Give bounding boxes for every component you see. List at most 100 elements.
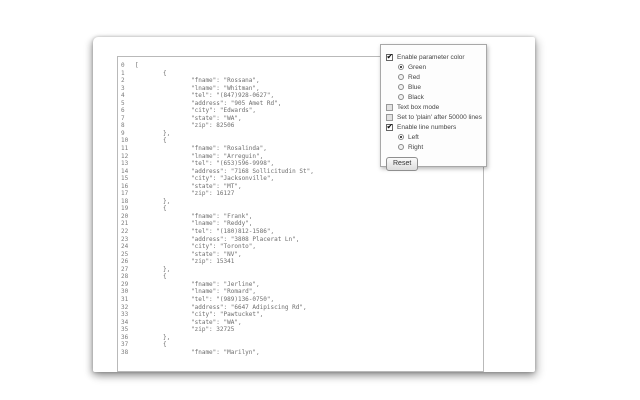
position-option-label: Left — [408, 133, 419, 141]
line-number: 2 — [121, 77, 125, 85]
code-line: 15"city": "Jacksonville", — [121, 175, 483, 183]
code-line: 19 { — [121, 205, 483, 213]
line-content: { — [163, 205, 167, 213]
code-line: 4"tel": "(847)928-0627", — [121, 92, 483, 100]
color-option-label: Green — [408, 63, 427, 71]
line-content: }, — [163, 265, 171, 273]
enable-line-numbers-label: Enable line numbers — [397, 123, 457, 131]
line-number: 15 — [121, 175, 129, 183]
color-option-black[interactable]: Black — [386, 92, 482, 102]
line-content: "state": "WA", — [191, 114, 242, 122]
plain-after-label: Set to 'plain' after 50000 lines — [397, 113, 482, 121]
code-line: 22"tel": "(180)812-1586", — [121, 228, 483, 236]
line-number: 18 — [121, 197, 129, 205]
line-number: 27 — [121, 265, 129, 273]
code-line: 32 "address": "6647 Adipiscing Rd", — [121, 304, 483, 312]
line-number: 34 — [121, 318, 129, 326]
code-line: 14 "address": "7168 Sollicitudin St", — [121, 168, 483, 176]
code-line: 2"fname": "Rossana", — [121, 77, 483, 85]
line-number: 0 — [121, 62, 125, 69]
code-line: 25"state": "NV", — [121, 251, 483, 259]
code-line: 26"zip": 15341 — [121, 258, 483, 266]
code-line: 36}, — [121, 334, 483, 342]
code-line: 20"fname": "Frank", — [121, 213, 483, 221]
line-content: [ — [135, 62, 139, 69]
line-number: 7 — [121, 114, 125, 122]
line-content: "fname": "Marilyn", — [191, 348, 260, 356]
code-line: 13"tel": "(653)596-9998", — [121, 160, 483, 168]
radio-icon — [398, 144, 404, 150]
code-line: 3"lname": "Whitman", — [121, 85, 483, 93]
line-number: 32 — [121, 303, 129, 311]
reset-button[interactable]: Reset — [386, 157, 419, 171]
color-option-red[interactable]: Red — [386, 72, 482, 82]
line-number: 24 — [121, 243, 129, 251]
text-box-mode-option[interactable]: Text box mode — [386, 102, 482, 112]
line-content: "fname": "Rosalinda", — [191, 145, 267, 153]
checkbox-icon — [386, 113, 393, 121]
line-content: { — [163, 69, 167, 77]
code-line: 35"zip": 32725 — [121, 326, 483, 334]
code-line: 1{ — [121, 70, 483, 78]
line-content: "address": "3808 Placerat Ln", — [191, 235, 300, 243]
line-number: 10 — [121, 137, 129, 145]
code-line: 8 "zip": 82506 — [121, 122, 483, 130]
enable-parameter-color-label: Enable parameter color — [397, 53, 465, 61]
code-line: 9}, — [121, 130, 483, 138]
checkbox-icon — [386, 123, 393, 131]
line-content: { — [163, 341, 167, 349]
line-content: "state": "WA", — [191, 318, 242, 326]
line-content: "city": "Pawtucket", — [191, 311, 264, 319]
radio-icon — [398, 134, 404, 140]
position-option-right[interactable]: Right — [386, 142, 482, 152]
line-number: 13 — [121, 160, 129, 168]
page-card: 0[1{2"fname": "Rossana",3"lname": "Whitm… — [93, 37, 535, 372]
line-number: 31 — [121, 295, 129, 303]
line-number: 14 — [121, 167, 129, 175]
enable-parameter-color-option[interactable]: Enable parameter color — [386, 52, 482, 62]
line-number: 21 — [121, 220, 129, 228]
code-line: 27}, — [121, 266, 483, 274]
line-content: "lname": "Whitman", — [191, 84, 260, 92]
line-number: 1 — [121, 69, 125, 77]
line-content: "fname": "Frank", — [191, 212, 253, 220]
code-line: 10{ — [121, 137, 483, 145]
plain-after-option[interactable]: Set to 'plain' after 50000 lines — [386, 112, 482, 122]
line-content: "tel": "(180)812-1586", — [191, 228, 275, 236]
code-line: 7 "state": "WA", — [121, 115, 483, 123]
line-content: "city": "Edwards", — [191, 107, 257, 115]
line-content: }, — [163, 333, 171, 341]
line-content: "address": "7168 Sollicitudin St", — [191, 167, 314, 175]
position-option-left[interactable]: Left — [386, 132, 482, 142]
color-option-blue[interactable]: Blue — [386, 82, 482, 92]
line-content: "zip": 32725 — [191, 326, 235, 334]
line-content: "city": "Toronto", — [191, 243, 257, 251]
editor-lines: 0[1{2"fname": "Rossana",3"lname": "Whitm… — [121, 62, 483, 356]
line-number: 29 — [121, 280, 129, 288]
enable-line-numbers-option[interactable]: Enable line numbers — [386, 122, 482, 132]
line-content: "address": "6647 Adipiscing Rd", — [191, 303, 307, 311]
radio-icon — [398, 74, 404, 80]
line-content: "lname": "Reddy", — [191, 220, 253, 228]
radio-icon — [398, 64, 404, 70]
code-line: 33"city": "Pawtucket", — [121, 311, 483, 319]
checkbox-icon — [386, 103, 393, 111]
line-content: "zip": 82506 — [191, 122, 235, 130]
code-line: 18}, — [121, 198, 483, 206]
line-number: 8 — [121, 122, 125, 130]
color-option-green[interactable]: Green — [386, 62, 482, 72]
code-line: 29 "fname": "Jerline", — [121, 281, 483, 289]
line-content: "fname": "Jerline", — [191, 280, 260, 288]
line-content: "address": "905 Amet Rd", — [191, 99, 282, 107]
line-content: "state": "MT", — [191, 182, 242, 190]
radio-icon — [398, 94, 404, 100]
line-number: 26 — [121, 258, 129, 266]
line-content: }, — [163, 197, 171, 205]
line-number: 37 — [121, 341, 129, 349]
line-content: "tel": "(847)928-0627", — [191, 92, 275, 100]
line-number: 36 — [121, 333, 129, 341]
code-line: 37 { — [121, 341, 483, 349]
line-number: 19 — [121, 205, 129, 213]
